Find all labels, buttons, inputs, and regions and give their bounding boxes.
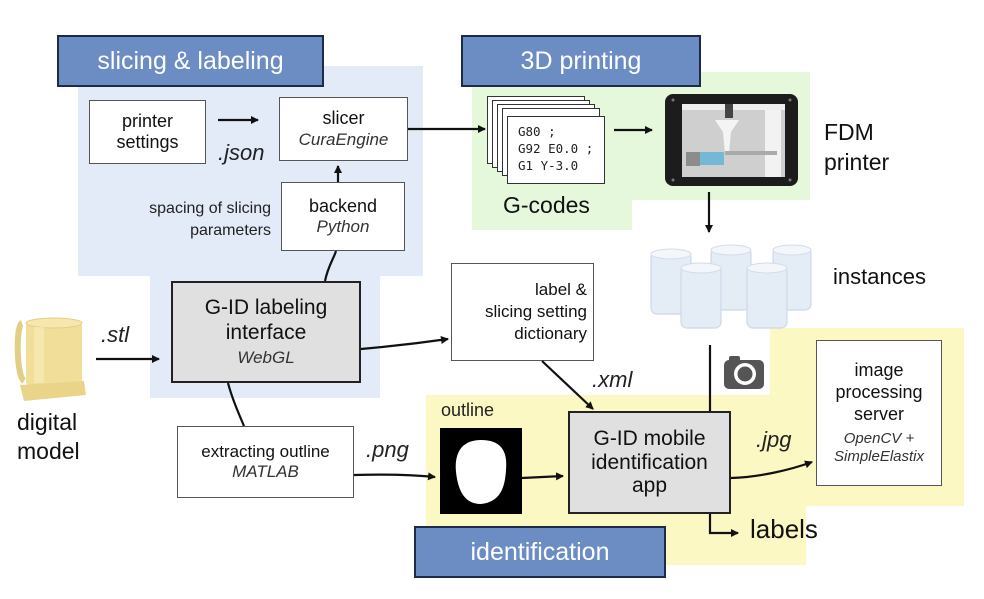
printer-icon [665, 94, 798, 186]
dictionary-line: slicing setting [484, 301, 587, 321]
edge-label-png: .png [366, 437, 409, 462]
outline-label: outline [441, 400, 495, 420]
fdm-printer-line: printer [824, 149, 890, 175]
labeling-interface-title: G-ID labeling [204, 296, 328, 320]
outline-shape-icon [455, 440, 507, 504]
arrow-dictionary-to-app [541, 360, 594, 410]
server-box: image processing server OpenCV + SimpleE… [816, 340, 942, 486]
digital-model-line: model [17, 438, 80, 464]
instances-image [635, 244, 815, 334]
printer-settings-box: printer settings [89, 100, 206, 164]
server-tech-line: SimpleElastix [833, 447, 925, 465]
dictionary-box: label & slicing setting dictionary [451, 263, 594, 361]
mobile-app-line: identification [591, 450, 708, 474]
gcode-line: G92 E0.0 ; [518, 141, 594, 156]
spacing-note: spacing of slicing parameters [110, 198, 271, 242]
gcode-line: G80 ; [518, 124, 556, 139]
spacing-note-line: parameters [190, 222, 271, 239]
mobile-app-line: app [631, 474, 668, 498]
slicer-tech: CuraEngine [298, 129, 389, 149]
mug-icon [14, 317, 86, 401]
edge-interface-to-outline [226, 382, 246, 427]
gcode-line: G1 Y-3.0 [518, 158, 579, 173]
gcodes-label: G-codes [503, 192, 590, 218]
arrow-interface-to-dictionary [360, 336, 449, 351]
arrow-app-to-server [730, 460, 813, 480]
mobile-app-line: G-ID mobile [593, 426, 706, 450]
arrow-outline-to-image [353, 472, 436, 481]
identification-region-mid [770, 328, 810, 398]
digital-model-line: digital [17, 409, 78, 435]
server-title-line: processing [835, 381, 923, 402]
server-title-line: server [853, 403, 904, 424]
mobile-app-box: G-ID mobile identification app [568, 411, 731, 514]
server-title-line: image [854, 359, 904, 380]
slicer-box: slicer CuraEngine [279, 97, 408, 161]
fdm-printer-label: FDM printer [824, 117, 889, 177]
labeling-interface-tech: WebGL [237, 347, 295, 367]
slicer-title: slicer [322, 108, 365, 129]
edge-label-jpg: .jpg [756, 427, 792, 452]
fdm-printer-line: FDM [824, 119, 874, 145]
dictionary-line: label & [535, 279, 587, 299]
backend-title: backend [308, 195, 378, 216]
extracting-outline-tech: MATLAB [232, 462, 299, 481]
printing-region-lower [472, 195, 632, 230]
outline-image [440, 428, 522, 514]
digital-model-label: digital model [17, 408, 80, 466]
printed-mugs-icon [650, 244, 812, 329]
section-title-text: identification [470, 537, 610, 566]
labeling-interface-box: G-ID labeling interface WebGL [171, 281, 361, 383]
printer-settings-line: settings [116, 132, 179, 152]
section-title-slicing: slicing & labeling [57, 35, 324, 87]
edge-label-stl: .stl [101, 322, 130, 347]
labeling-interface-title: interface [225, 320, 307, 344]
backend-box: backend Python [281, 182, 405, 251]
edge-label-json: .json [218, 140, 265, 165]
labels-output: labels [750, 514, 818, 544]
extracting-outline-box: extracting outline MATLAB [177, 426, 354, 498]
extracting-outline-title: extracting outline [201, 441, 330, 461]
section-title-identification: identification [414, 526, 666, 578]
mug-model-image [14, 315, 89, 405]
camera-icon [723, 354, 765, 390]
3d-printer-image [665, 94, 798, 186]
section-title-printing: 3D printing [461, 35, 701, 87]
spacing-note-line: spacing of slicing [149, 200, 271, 217]
server-tech-line: OpenCV + [843, 429, 915, 447]
backend-tech: Python [316, 217, 370, 237]
printer-settings-line: printer [121, 110, 174, 131]
section-title-text: slicing & labeling [97, 46, 284, 75]
gcode-sheet-front: G80 ; G92 E0.0 ; G1 Y-3.0 [507, 116, 605, 184]
arrow-app-to-labels [708, 514, 739, 537]
section-title-text: 3D printing [520, 46, 642, 75]
edge-interface-to-backend [323, 250, 338, 282]
edge-label-xml: .xml [592, 367, 633, 392]
dictionary-line: dictionary [514, 324, 587, 344]
arrow-image-to-app [521, 472, 564, 481]
instances-label: instances [833, 264, 926, 289]
